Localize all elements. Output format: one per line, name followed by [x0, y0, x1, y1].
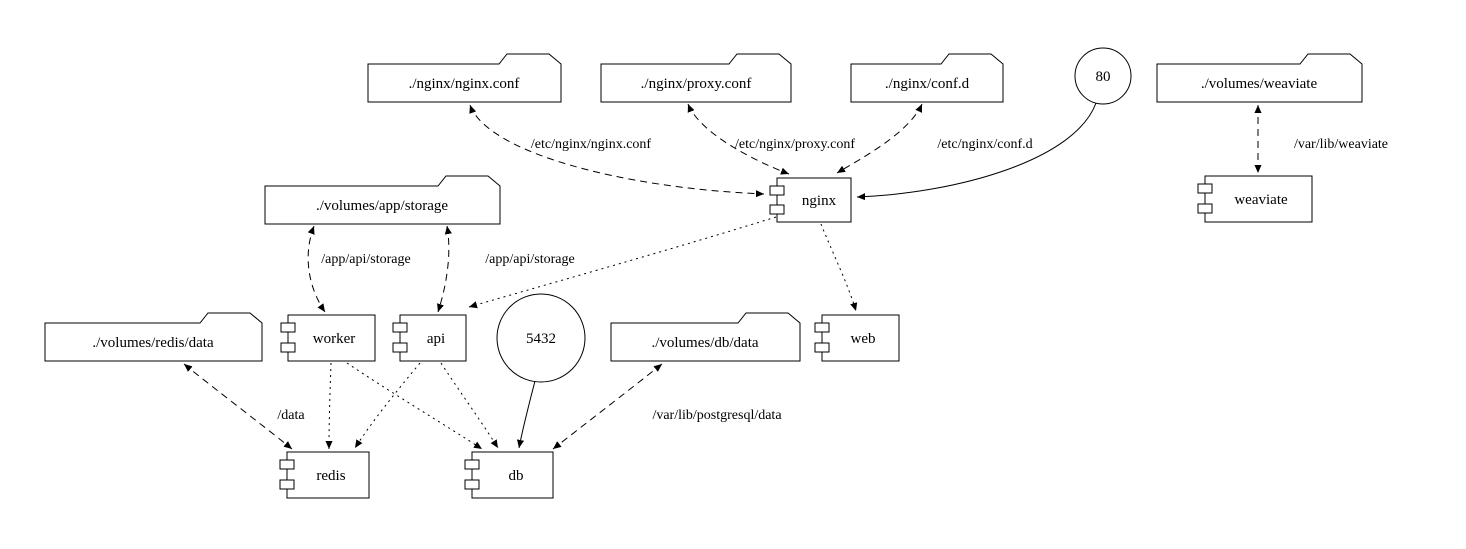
- node-label: ./nginx/conf.d: [885, 76, 970, 92]
- folder-icon: [367, 53, 562, 103]
- component-tab-icon: [464, 479, 480, 490]
- component-tab-icon: [392, 322, 408, 333]
- component-tab-icon: [814, 342, 830, 353]
- node-label: 80: [1096, 69, 1111, 85]
- edge-label-proxy-conf-mount: /etc/nginx/proxy.conf: [735, 137, 855, 152]
- node-label: api: [427, 331, 445, 347]
- node-label: ./volumes/redis/data: [92, 335, 214, 351]
- node-label: web: [851, 331, 876, 347]
- edge-worker-redis: [325, 362, 333, 450]
- node-label: ./nginx/nginx.conf: [409, 76, 520, 92]
- port-circle: [1074, 47, 1132, 105]
- edge-nginx-conf-d: [836, 103, 923, 174]
- nodes-layer: ./nginx/nginx.conf ./nginx/proxy.conf ./…: [44, 47, 1363, 499]
- node-api-component: api: [392, 314, 467, 362]
- node-label: 5432: [526, 331, 556, 347]
- edge-port80-nginx: [856, 102, 1097, 201]
- edge-db-volume: [552, 363, 663, 450]
- component-box: [471, 451, 554, 499]
- component-tab-icon: [279, 459, 295, 470]
- node-label: weaviate: [1234, 192, 1288, 208]
- node-nginx-component: nginx: [769, 177, 852, 223]
- component-tab-icon: [280, 342, 296, 353]
- node-worker-component: worker: [280, 314, 376, 362]
- component-tab-icon: [1197, 203, 1213, 214]
- node-label: nginx: [802, 193, 837, 209]
- port-circle: [496, 293, 586, 383]
- component-box: [1204, 175, 1313, 223]
- edge-worker-storage: [307, 225, 326, 313]
- edge-redis-volume: [183, 363, 293, 450]
- node-db-component: db: [464, 451, 554, 499]
- component-tab-icon: [279, 479, 295, 490]
- node-label: ./nginx/proxy.conf: [641, 76, 752, 92]
- component-tab-icon: [392, 342, 408, 353]
- component-box: [287, 314, 376, 362]
- component-tab-icon: [1197, 183, 1213, 194]
- edge-api-db: [440, 362, 499, 449]
- edge-label-worker-storage-mount: /app/api/storage: [321, 252, 410, 267]
- edge-label-api-storage-mount: /app/api/storage: [485, 252, 574, 267]
- edge-worker-db: [346, 362, 483, 450]
- node-label: worker: [313, 331, 355, 347]
- node-label: redis: [316, 468, 345, 484]
- edge-label-nginx-conf-mount: /etc/nginx/nginx.conf: [531, 137, 651, 152]
- node-label: db: [509, 468, 524, 484]
- component-box: [286, 451, 370, 499]
- component-tab-icon: [769, 185, 785, 196]
- edge-labels-layer: /etc/nginx/nginx.conf /etc/nginx/proxy.c…: [277, 137, 1388, 423]
- edge-api-redis: [354, 362, 421, 449]
- component-tab-icon: [464, 459, 480, 470]
- edge-label-weaviate-mount: /var/lib/weaviate: [1294, 137, 1388, 152]
- component-tab-icon: [769, 204, 785, 215]
- node-redis-component: redis: [279, 451, 370, 499]
- node-web-component: web: [814, 314, 900, 362]
- node-volumes-db-data-folder: ./volumes/db/data: [610, 312, 801, 362]
- edge-nginx-api: [468, 216, 777, 309]
- node-volumes-redis-data-folder: ./volumes/redis/data: [44, 312, 263, 362]
- edge-label-redis-mount: /data: [277, 408, 305, 423]
- component-tab-icon: [280, 322, 296, 333]
- node-label: ./volumes/weaviate: [1201, 76, 1318, 92]
- node-volumes-weaviate-folder: ./volumes/weaviate: [1156, 53, 1363, 103]
- component-box: [776, 177, 852, 223]
- node-conf-d-folder: ./nginx/conf.d: [850, 53, 1004, 103]
- edge-api-storage: [437, 225, 452, 313]
- edge-nginx-web: [820, 223, 858, 312]
- component-box: [399, 314, 467, 362]
- node-label: ./volumes/db/data: [651, 335, 758, 351]
- node-nginx-conf-folder: ./nginx/nginx.conf: [367, 53, 562, 103]
- folder-icon: [610, 312, 801, 362]
- node-label: ./volumes/app/storage: [316, 198, 448, 214]
- edge-port5432-db: [516, 380, 536, 449]
- edge-label-db-mount: /var/lib/postgresql/data: [652, 408, 782, 423]
- component-tab-icon: [814, 322, 830, 333]
- edge-label-conf-d-mount: /etc/nginx/conf.d: [937, 137, 1032, 152]
- node-volumes-app-storage-folder: ./volumes/app/storage: [264, 175, 501, 225]
- folder-icon: [264, 175, 501, 225]
- folder-icon: [600, 53, 792, 103]
- node-port-80: 80: [1074, 47, 1132, 105]
- node-port-5432: 5432: [496, 293, 586, 383]
- folder-icon: [850, 53, 1004, 103]
- edges-layer: [183, 102, 1262, 450]
- node-weaviate-component: weaviate: [1197, 175, 1313, 223]
- folder-icon: [44, 312, 263, 362]
- node-proxy-conf-folder: ./nginx/proxy.conf: [600, 53, 792, 103]
- edge-nginx-proxy-conf: [687, 103, 790, 175]
- component-box: [821, 314, 900, 362]
- folder-icon: [1156, 53, 1363, 103]
